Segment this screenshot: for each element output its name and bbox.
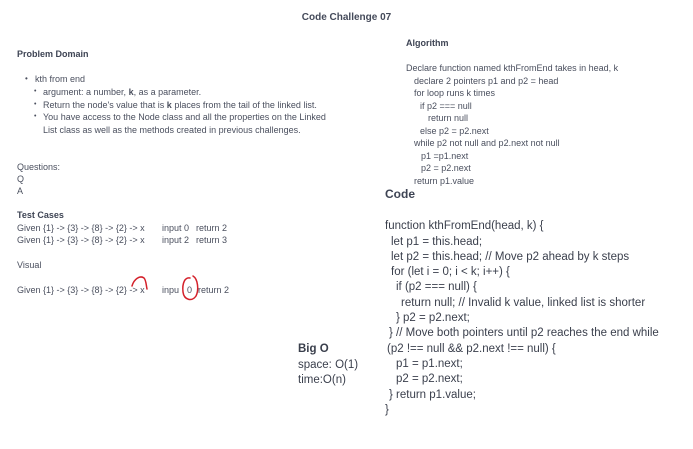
visual-given: Given {1} -> {3} -> {8} -> {2} -> x	[17, 285, 145, 295]
handwritten-arrow-mark	[131, 276, 148, 290]
bullet-kth-from-end: kth from end	[25, 73, 355, 85]
algo-line: for loop runs k times	[414, 88, 496, 98]
visual-input-value: 0	[187, 285, 193, 295]
code-line: } return p1.value;	[389, 389, 476, 401]
visual-heading: Visual	[17, 260, 42, 270]
sub-bullet-text: , as a parameter.	[133, 87, 202, 97]
visual-return: return 2	[198, 285, 230, 295]
question-line: Q	[17, 174, 25, 184]
algo-line: else p2 = p2.next	[420, 126, 489, 136]
sub-bullet-text: Return the node's value that is	[43, 99, 167, 110]
code-line: for (let i = 0; i < k; i++) {	[391, 266, 510, 278]
algo-line: while p2 not null and p2.next not null	[414, 138, 560, 148]
code-line: if (p2 === null) {	[396, 281, 477, 293]
code-line: p2 = p2.next;	[396, 373, 463, 385]
sub-bullet-text: argument: a number,	[43, 87, 129, 97]
algo-line: return p1.value	[414, 176, 475, 186]
test-case-return: return 2	[196, 223, 228, 233]
code-line: let p2 = this.head; // Move p2 ahead by …	[391, 251, 630, 263]
test-case-input: input 2	[162, 235, 190, 245]
algo-line: if p2 === null	[420, 101, 472, 111]
code-line: }	[385, 404, 389, 416]
code-line: (p2 !== null && p2.next !== null) {	[387, 343, 556, 355]
answer-line: A	[17, 186, 24, 196]
code-heading: Code	[385, 187, 415, 201]
time-complexity: time:O(n)	[298, 374, 346, 386]
test-case-input: input 0	[162, 223, 190, 233]
code-line: function kthFromEnd(head, k) {	[385, 220, 544, 232]
test-cases-heading: Test Cases	[17, 210, 64, 220]
code-line: } // Move both pointers until p2 reaches…	[389, 327, 659, 339]
sub-bullet-argument: argument: a number, k, as a parameter.	[33, 86, 343, 99]
code-line: p1 = p1.next;	[396, 358, 463, 370]
code-line: } p2 = p2.next;	[396, 312, 470, 324]
bullet-text: kth from end	[35, 74, 86, 84]
sub-bullet-bold: k	[128, 87, 134, 97]
algo-line: return null	[428, 113, 469, 123]
algorithm-heading: Algorithm	[406, 38, 449, 48]
visual-input-label: inpu	[162, 285, 180, 295]
sub-bullet-text: places from the tail of the linked list.	[171, 99, 317, 110]
sub-bullet-bold: k	[166, 99, 172, 110]
code-line: return null; // Invalid k value, linked …	[401, 297, 646, 309]
handwritten-circle-mark	[182, 275, 199, 301]
algo-line: p1 =p1.next	[421, 151, 469, 161]
algo-line: Declare function named kthFromEnd takes …	[406, 63, 619, 73]
test-case-return: return 3	[196, 235, 228, 245]
problem-domain-list: kth from end argument: a number, k, as a…	[25, 73, 355, 136]
sub-bullet-access: You have access to the Node class and al…	[33, 111, 333, 136]
problem-domain-heading: Problem Domain	[17, 49, 89, 59]
big-o-heading: Big O	[298, 343, 329, 355]
algo-line: p2 = p2.next	[421, 163, 471, 173]
sub-bullet-return: Return the node's value that is k places…	[33, 99, 343, 112]
space-complexity: space: O(1)	[298, 359, 359, 371]
code-line: let p1 = this.head;	[391, 236, 483, 248]
test-case-given: Given {1} -> {3} -> {8} -> {2} -> x	[17, 235, 145, 245]
page-title: Code Challenge 07	[301, 12, 392, 23]
questions-heading: Questions:	[17, 162, 61, 172]
test-case-given: Given {1} -> {3} -> {8} -> {2} -> x	[17, 223, 145, 233]
sub-bullet-text: You have access to the Node class and al…	[43, 112, 326, 135]
algo-line: declare 2 pointers p1 and p2 = head	[414, 76, 559, 86]
